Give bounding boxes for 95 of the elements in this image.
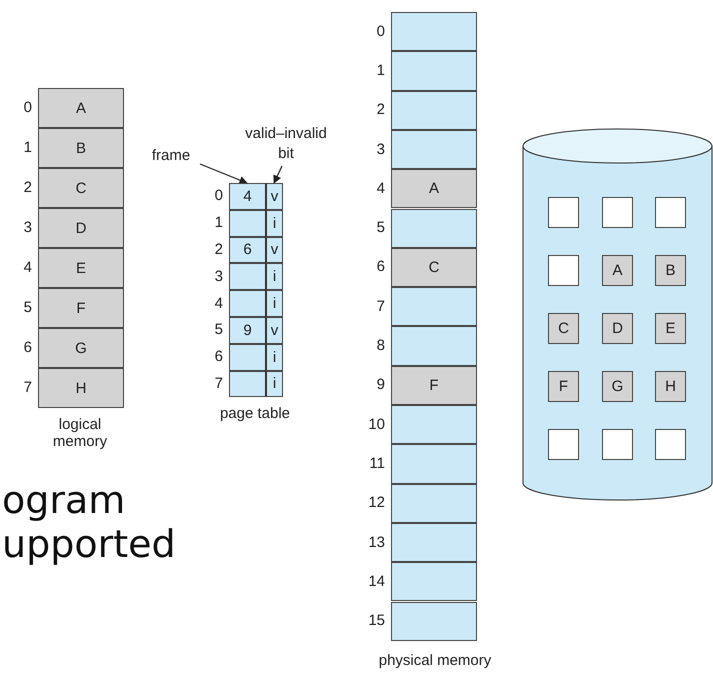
index-number: 11 (368, 454, 385, 473)
index-number: 10 (367, 416, 385, 434)
index-number: 14 (367, 572, 385, 591)
disk-block (655, 197, 686, 228)
index-number: 3 (376, 140, 385, 159)
index-number: 6 (376, 258, 385, 276)
index-number: 13 (367, 534, 385, 552)
annotation-text: valid–invalid bit (236, 124, 336, 164)
disk-block: G (602, 371, 633, 402)
index-number: 0 (214, 187, 223, 206)
page-cell: D (38, 208, 124, 248)
disk-block (655, 429, 686, 460)
disk-block (602, 429, 633, 460)
caption-label: logical memory (52, 416, 108, 450)
index-number: 12 (367, 494, 385, 512)
disk-block (548, 197, 579, 228)
frame-cell (229, 210, 265, 237)
page-cell: H (38, 368, 124, 408)
index-number: 2 (22, 179, 32, 197)
disk-block (548, 429, 579, 460)
frame-slot: F (391, 366, 477, 405)
frame-slot (391, 208, 477, 248)
disk-block (602, 197, 633, 228)
frame-slot (391, 326, 477, 366)
index-number: 4 (214, 294, 223, 313)
index-number: 7 (376, 298, 385, 316)
caption-label: physical memory (378, 652, 492, 669)
index-number: 5 (22, 299, 32, 317)
arrow (273, 166, 283, 184)
disk-block: C (548, 313, 579, 344)
bit-cell: i (265, 210, 283, 237)
frame-slot (391, 130, 477, 170)
frame-slot: A (391, 169, 477, 208)
index-number: 6 (214, 348, 223, 366)
page-cell: B (38, 128, 124, 168)
bit-cell: v (265, 317, 283, 344)
slide-text: ogram upported (2, 478, 177, 566)
index-number: 5 (214, 321, 223, 340)
frame-cell (229, 344, 265, 371)
disk-block (548, 255, 579, 286)
disk-block: F (548, 371, 579, 402)
index-number: 9 (376, 376, 385, 394)
index-number: 7 (22, 379, 32, 397)
index-number: 5 (376, 219, 385, 238)
frame-cell (229, 263, 265, 290)
index-number: 1 (214, 214, 223, 232)
annotation-text: frame (146, 146, 196, 166)
frame-slot (391, 484, 477, 523)
index-number: 15 (367, 612, 385, 630)
index-number: 8 (376, 337, 385, 356)
index-number: 4 (376, 180, 385, 198)
frame-cell (229, 370, 265, 398)
caption-label: page table (218, 405, 292, 422)
bit-cell: i (265, 344, 283, 371)
bit-cell: v (265, 183, 283, 210)
index-number: 2 (376, 101, 385, 120)
bit-cell: i (265, 263, 283, 290)
index-number: 2 (214, 241, 223, 259)
disk-block: A (602, 255, 633, 286)
frame-slot (391, 522, 477, 562)
frame-cell (229, 290, 265, 317)
frame-slot (391, 562, 477, 602)
index-number: 6 (22, 339, 32, 357)
page-cell: A (38, 88, 124, 128)
frame-slot: C (391, 248, 477, 288)
bit-cell: v (265, 236, 283, 264)
frame-slot (391, 444, 477, 484)
disk-block: B (655, 255, 686, 286)
frame-cell: 6 (229, 236, 265, 264)
page-cell: E (38, 248, 124, 288)
arrow (200, 163, 248, 184)
frame-slot (391, 287, 477, 326)
index-number: 7 (214, 375, 223, 393)
index-number: 0 (22, 99, 32, 117)
page-cell: C (38, 168, 124, 208)
disk-block: H (655, 371, 686, 402)
index-number: 3 (22, 219, 32, 237)
disk-block: E (655, 313, 686, 344)
frame-slot (391, 602, 477, 641)
page-cell: G (38, 328, 124, 368)
index-number: 3 (214, 268, 223, 286)
page-cell: F (38, 288, 124, 328)
frame-slot (391, 90, 477, 130)
frame-slot (391, 12, 477, 52)
index-number: 1 (22, 139, 32, 157)
bit-cell: i (265, 290, 283, 317)
disk-block: D (602, 313, 633, 344)
frame-cell: 9 (229, 317, 265, 344)
index-number: 0 (376, 22, 385, 41)
index-number: 1 (376, 62, 385, 80)
frame-slot (391, 51, 477, 91)
frame-slot (391, 405, 477, 444)
index-number: 4 (22, 259, 32, 277)
frame-cell: 4 (229, 183, 265, 210)
bit-cell: i (265, 370, 283, 398)
